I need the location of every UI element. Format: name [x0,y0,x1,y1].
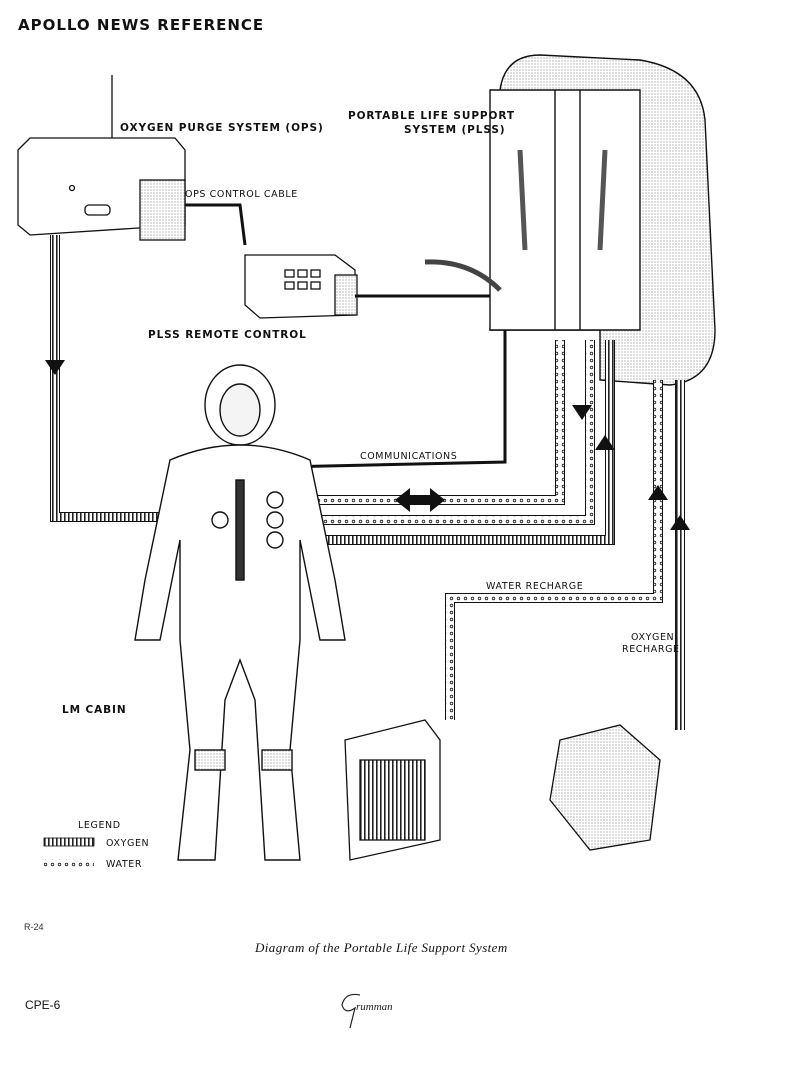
legend-water-swatch [44,859,94,867]
label-water-recharge: WATER RECHARGE [486,581,584,592]
label-ops-cable: OPS CONTROL CABLE [185,189,298,200]
oxygen-recharge-station [549,724,661,851]
label-plss-2: SYSTEM (PLSS) [404,124,506,136]
label-remote-control: PLSS REMOTE CONTROL [148,329,307,341]
plss-backpack [424,54,716,386]
legend-title: LEGEND [78,820,121,831]
legend-water-label: WATER [106,859,143,870]
label-oxygen-recharge-2: RECHARGE [622,644,680,655]
water-hoses [270,340,663,720]
label-communications: COMMUNICATIONS [360,451,458,462]
label-ops: OXYGEN PURGE SYSTEM (OPS) [120,122,324,134]
ops-control-cable [185,203,247,246]
page-header: APOLLO NEWS REFERENCE [18,16,265,34]
astronaut [134,364,346,861]
legend-oxygen-label: OXYGEN [106,838,150,849]
page-number: CPE-6 [25,998,61,1012]
flow-arrows [395,405,690,530]
legend-oxygen-swatch [43,837,95,847]
figure-number: R-24 [24,922,44,932]
oxygen-hoses [270,340,685,730]
label-oxygen-recharge-1: OXYGEN [631,632,675,643]
water-recharge-station [344,719,441,861]
plss-remote-control [244,254,358,319]
ops-unit [17,75,186,241]
figure-caption: Diagram of the Portable Life Support Sys… [255,940,508,955]
label-lm-cabin: LM CABIN [62,704,127,716]
label-plss-1: PORTABLE LIFE SUPPORT [348,110,515,122]
